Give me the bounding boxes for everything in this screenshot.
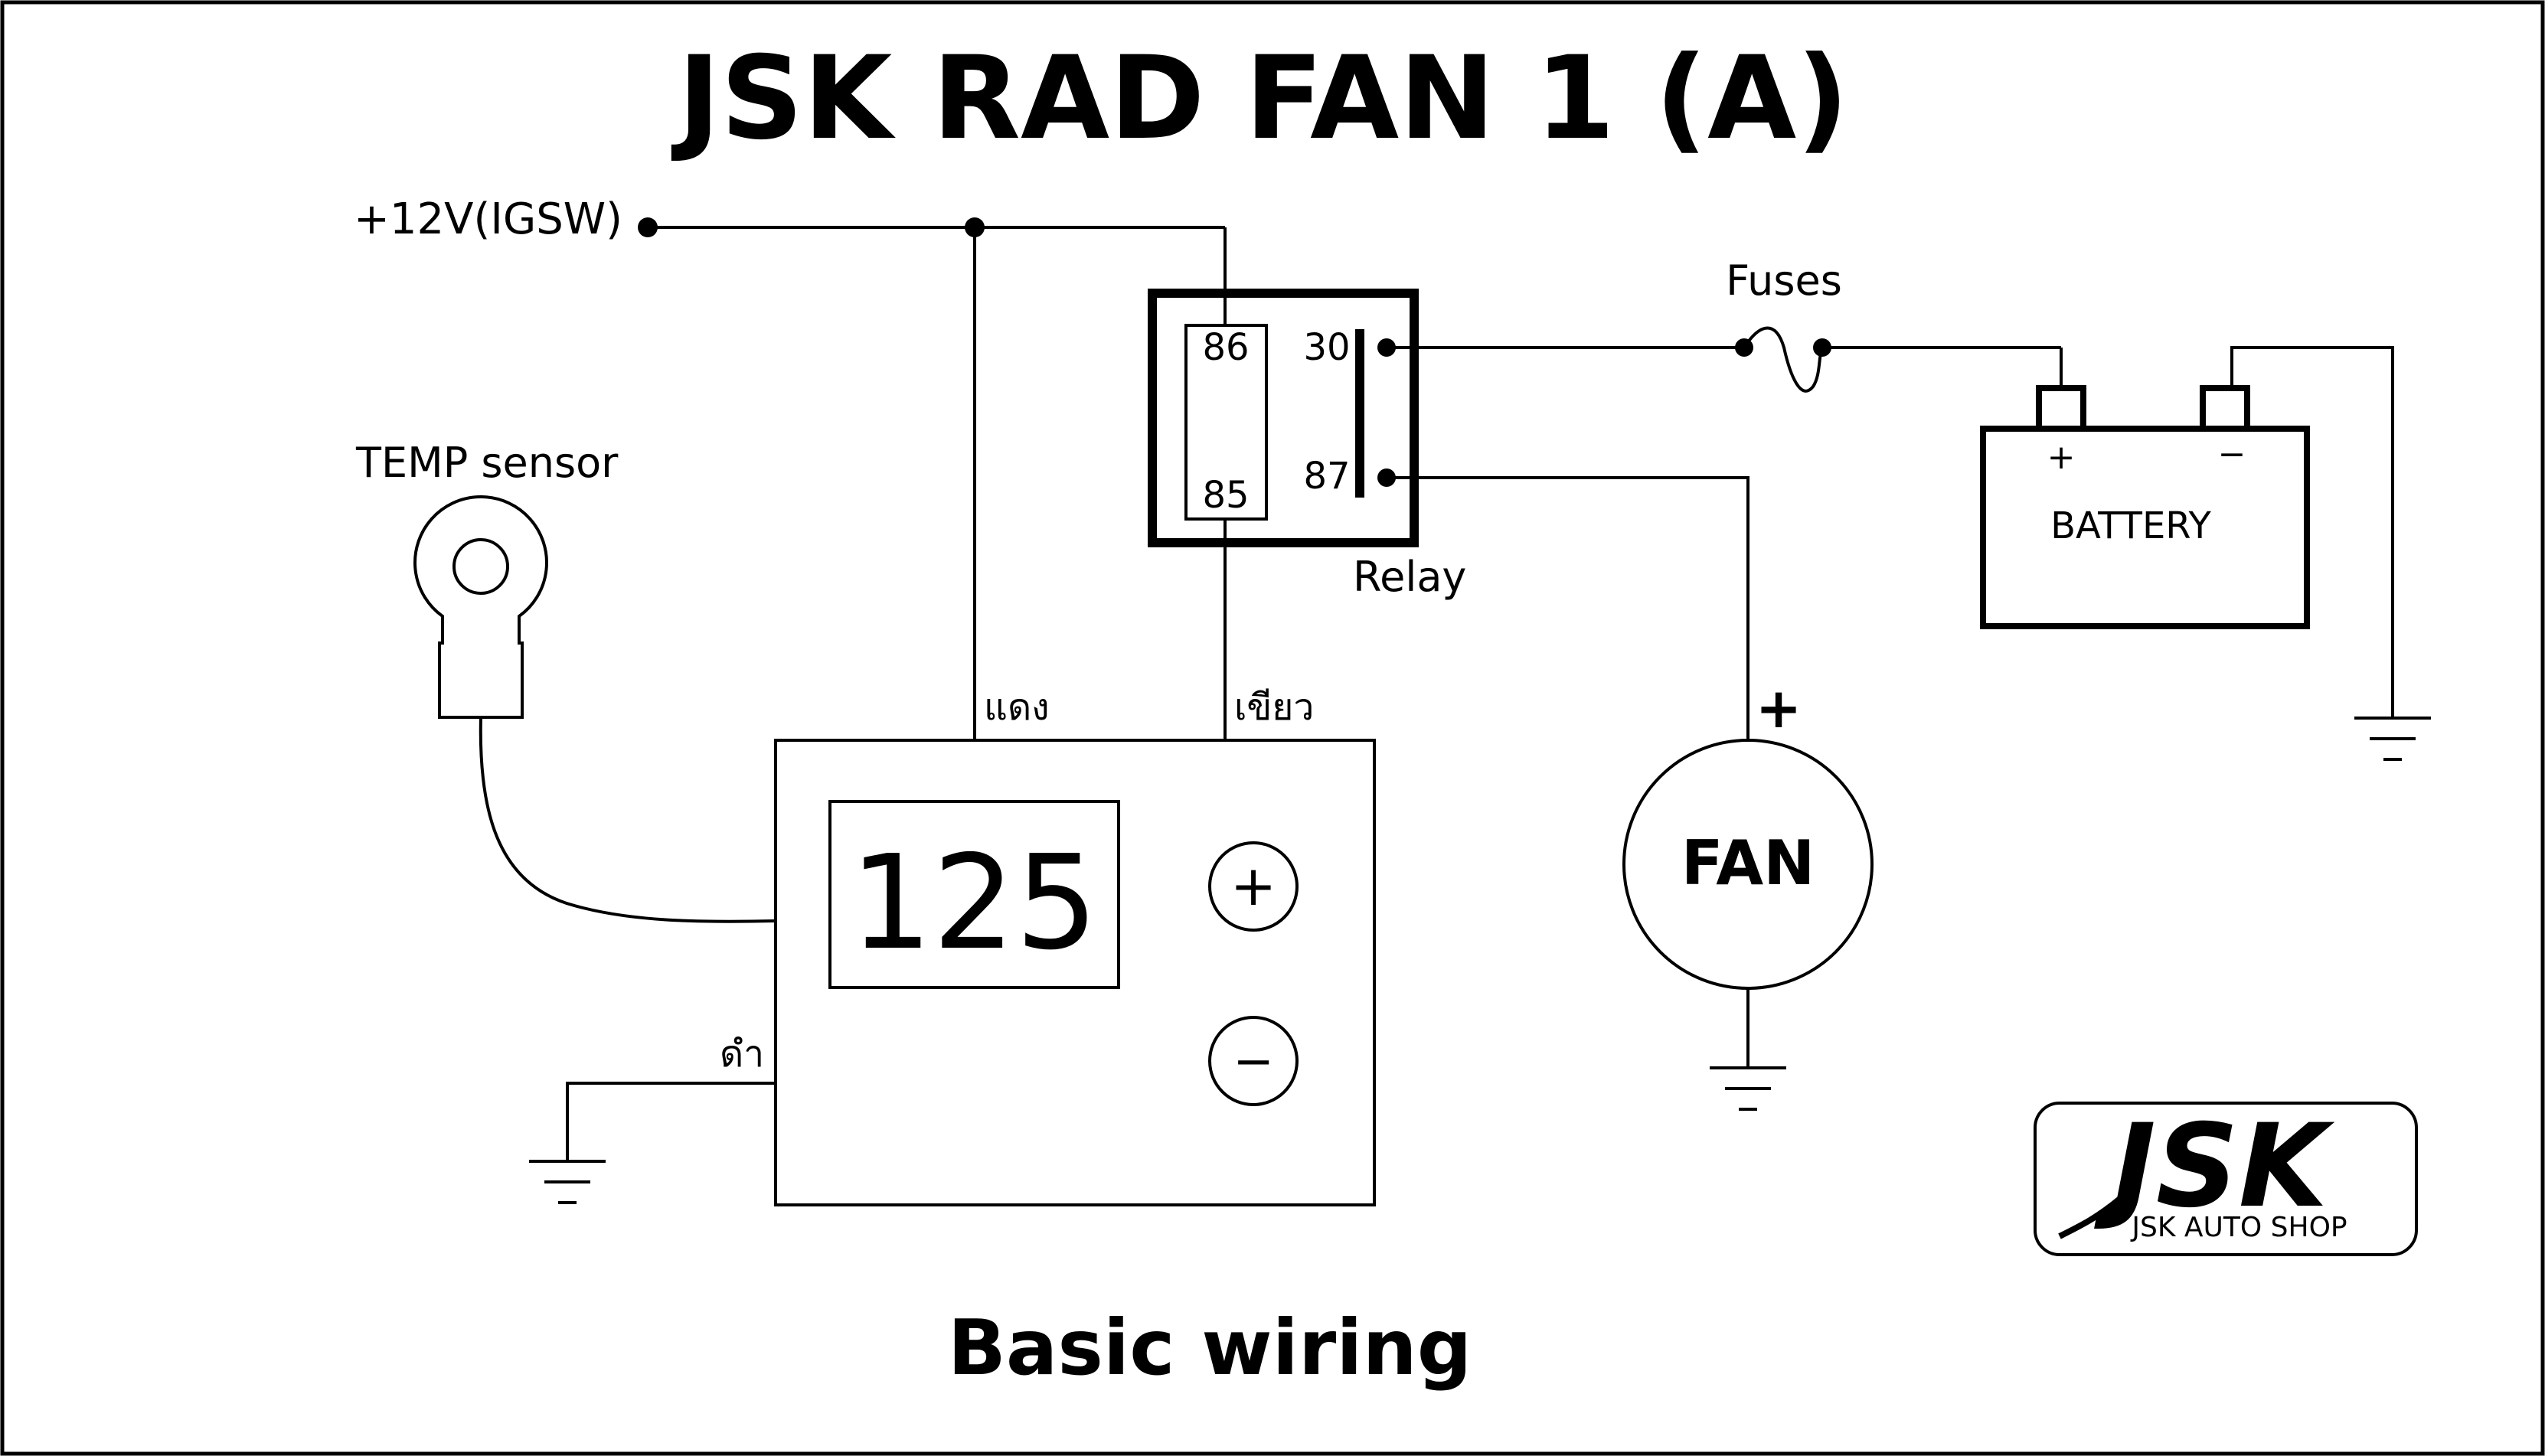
fan-plus-label: + bbox=[1756, 676, 1802, 740]
logo-tagline: JSK AUTO SHOP bbox=[2130, 1212, 2347, 1243]
battery-minus-label: − bbox=[2218, 435, 2246, 474]
battery-plus-post bbox=[2036, 385, 2086, 432]
relay-pin-87: 87 bbox=[1303, 455, 1350, 498]
diagram-title: JSK RAD FAN 1 (A) bbox=[671, 32, 1849, 165]
battery-ground-icon bbox=[2354, 717, 2431, 761]
temp-sensor-label: TEMP sensor bbox=[355, 439, 619, 487]
ignition-label: +12V(IGSW) bbox=[354, 194, 622, 244]
diagram-subtitle: Basic wiring bbox=[948, 1303, 1472, 1392]
logo-swoosh bbox=[2058, 1195, 2123, 1239]
logo-mark: JSK bbox=[2094, 1100, 2335, 1233]
pin87-to-fan-wire bbox=[1387, 476, 1749, 740]
controller-ground-icon bbox=[529, 1160, 606, 1204]
plus-icon: + bbox=[1230, 854, 1276, 918]
minus-icon: − bbox=[1233, 1033, 1274, 1090]
battery-plus-label: + bbox=[2047, 438, 2076, 477]
relay-pin-85: 85 bbox=[1202, 474, 1249, 517]
relay-label: Relay bbox=[1353, 553, 1466, 601]
relay-pin-86: 86 bbox=[1202, 326, 1249, 369]
controller-display-value: 125 bbox=[850, 828, 1098, 979]
black-wire-label: ดำ bbox=[720, 1033, 764, 1076]
fuses-label: Fuses bbox=[1726, 256, 1842, 305]
controller-box bbox=[774, 739, 1376, 1206]
logo-frame bbox=[2034, 1102, 2418, 1256]
red-wire-label: แดง bbox=[984, 686, 1050, 729]
jsk-logo: JSK JSK AUTO SHOP bbox=[2034, 1100, 2418, 1256]
battery-ground-wire bbox=[2230, 346, 2394, 718]
battery-minus-post bbox=[2200, 385, 2250, 432]
green-wire-label: เขียว bbox=[1234, 686, 1314, 729]
temp-sensor-icon bbox=[413, 495, 548, 719]
temp-sensor-wire bbox=[479, 717, 776, 923]
black-wire bbox=[566, 1082, 776, 1161]
fuse-element bbox=[1743, 326, 1824, 393]
relay-body bbox=[1148, 289, 1419, 547]
battery-body bbox=[1980, 426, 2310, 629]
fan-ground-icon bbox=[1710, 1066, 1786, 1111]
controller-display-frame bbox=[828, 800, 1120, 989]
relay-pin-30: 30 bbox=[1303, 326, 1350, 369]
fan-label: FAN bbox=[1681, 828, 1815, 899]
controller-plus-button[interactable]: + bbox=[1208, 841, 1299, 932]
controller-minus-button[interactable]: − bbox=[1208, 1016, 1299, 1106]
battery-label: BATTERY bbox=[2050, 504, 2211, 547]
